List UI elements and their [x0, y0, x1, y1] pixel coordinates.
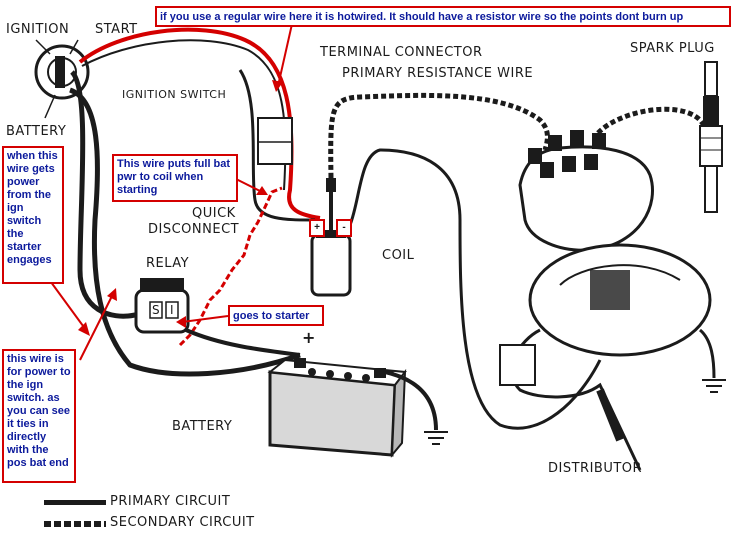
label-distributor: DISTRIBUTOR — [548, 461, 643, 476]
coil-secondary-wire — [328, 92, 550, 179]
ignition-switch — [34, 39, 90, 119]
spark-plug-wire — [596, 106, 714, 151]
label-battery-minus: − — [382, 362, 396, 381]
label-start: START — [95, 22, 138, 37]
coil-distributor-wire — [348, 148, 602, 430]
spark-plug — [699, 61, 723, 213]
relay-battery-wire — [185, 328, 301, 357]
label-battery-terminal: BATTERY — [6, 124, 67, 139]
label-ignition: IGNITION — [6, 22, 70, 37]
label-battery-plus: + — [302, 328, 316, 347]
label-spark-plug: SPARK PLUG — [630, 41, 715, 56]
label-terminal-connector: TERMINAL CONNECTOR — [320, 45, 483, 60]
battery-feed-wire — [68, 87, 301, 377]
ignition-switch-box — [257, 117, 293, 165]
legend-primary-label: PRIMARY CIRCUIT — [110, 494, 231, 509]
distributor-ground — [698, 328, 726, 393]
annotation-arrowheads — [78, 80, 283, 336]
distributor-cap — [518, 130, 654, 252]
coil-minus-terminal: - — [336, 219, 352, 237]
label-ignition-switch: IGNITION SWITCH — [122, 88, 227, 101]
annotation-starter-wire: when this wire gets power from the ign s… — [2, 146, 64, 284]
legend-secondary-line — [44, 521, 106, 527]
legend-secondary-label: SECONDARY CIRCUIT — [110, 515, 255, 530]
label-disconnect: DISCONNECT — [148, 222, 240, 237]
label-coil: COIL — [382, 248, 415, 263]
label-quick: QUICK — [192, 206, 236, 221]
coil — [310, 178, 352, 297]
start-wire — [69, 70, 136, 319]
label-relay: RELAY — [146, 256, 190, 271]
relay-coil-red-wire — [178, 186, 283, 347]
resistance-wire — [238, 69, 316, 222]
label-relay-s: S — [152, 303, 161, 317]
legend-primary-line — [44, 500, 106, 505]
battery — [267, 358, 407, 458]
label-relay-i: I — [170, 303, 175, 317]
annotation-top-hotwire: if you use a regular wire here it is hot… — [155, 6, 731, 27]
label-battery: BATTERY — [172, 419, 233, 434]
annotation-full-bat-pwr: This wire puts full bat pwr to coil when… — [112, 154, 238, 202]
coil-plus-terminal: + — [309, 219, 325, 237]
annotation-ign-power: this wire is for power to the ign switch… — [2, 349, 76, 483]
annotation-goes-to-starter: goes to starter — [228, 305, 324, 326]
relay — [134, 278, 190, 334]
ignition-red-wire — [78, 27, 321, 220]
label-primary-resistance-wire: PRIMARY RESISTANCE WIRE — [342, 66, 534, 81]
battery-ground — [384, 370, 448, 445]
distributor — [499, 243, 712, 471]
